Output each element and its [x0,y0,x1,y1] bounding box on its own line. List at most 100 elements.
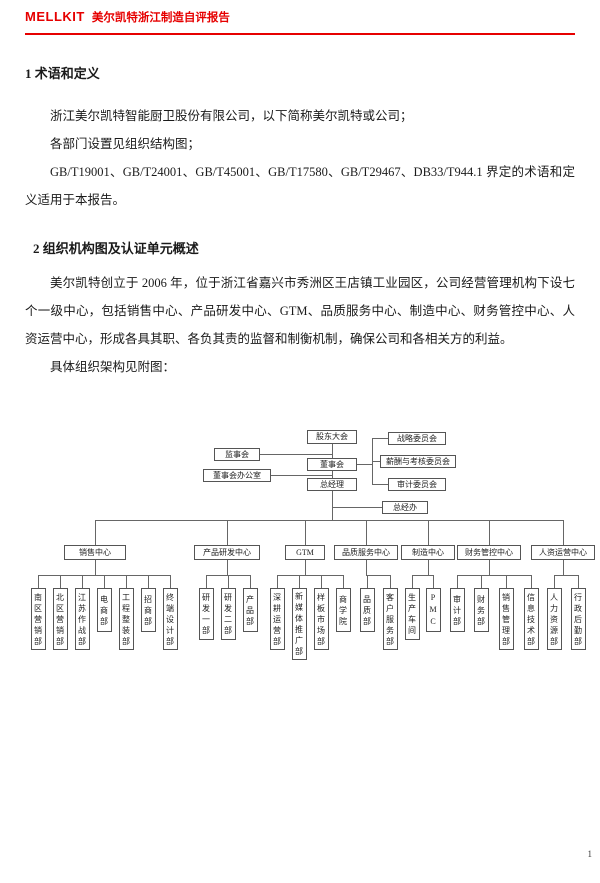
org-node-it-dept: 信息技术部 [523,588,539,650]
section-1-heading: 1 术语和定义 [25,66,100,81]
org-connector-line [372,461,380,462]
org-connector-line [95,560,96,575]
brand-logo-text: MELLKIT [25,9,85,24]
org-node-hr-dept: 人力资源部 [546,588,562,650]
org-connector-line [563,520,564,545]
paragraph-company-overview: 美尔凯特创立于 2006 年，位于浙江省嘉兴市秀洲区王店镇工业园区，公司经营管理… [25,276,575,346]
org-node-audit-committee: 审计委员会 [388,478,446,491]
org-connector-line [390,575,391,588]
org-connector-line [554,575,555,588]
paragraph-standards-list: GB/T19001、GB/T24001、GB/T45001、GB/T17580、… [25,165,575,207]
org-connector-line [206,575,207,588]
org-connector-line [412,575,433,576]
section-2-heading: 2 组织机构图及认证单元概述 [33,241,199,256]
org-node-admin-logistics-dept: 行政后勤部 [570,588,586,650]
org-connector-line [366,520,367,545]
org-connector-line [554,575,578,576]
org-node-business-school: 商学院 [335,588,351,632]
org-connector-line [332,491,333,520]
org-node-terminal-design-dept: 终端设计部 [162,588,178,650]
org-connector-line [506,575,507,588]
org-node-finance-dept: 财务部 [473,588,489,632]
org-node-sales-center: 销售中心 [64,545,126,560]
org-connector-line [305,520,306,545]
org-node-audit-dept: 审计部 [449,588,465,632]
org-node-quality-service-center: 品质服务中心 [334,545,398,560]
org-connector-line [372,484,388,485]
org-connector-line [489,560,490,575]
paragraph-company-definition: 浙江美尔凯特智能厨卫股份有限公司，以下简称美尔凯特或公司； [50,109,413,123]
org-node-model-market-dept: 样板市场部 [313,588,329,650]
org-node-new-media-dept: 新媒体推广部 [291,588,307,660]
org-connector-line [457,575,531,576]
org-connector-line [332,507,382,508]
org-node-rd-center: 产品研发中心 [194,545,260,560]
org-node-board-office: 董事会办公室 [203,469,271,482]
org-connector-line [343,575,344,588]
report-title: 美尔凯特浙江制造自评报告 [91,12,230,24]
org-node-gm-office: 总经办 [382,501,428,514]
org-connector-line [412,575,413,588]
org-connector-line [332,471,333,478]
org-connector-line [271,475,332,476]
org-node-north-marketing-dept: 北区营销部 [52,588,68,650]
org-connector-line [299,575,300,588]
org-connector-line [481,575,482,588]
org-connector-line [366,560,367,575]
org-node-hr-operations-center: 人资运营中心 [531,545,595,560]
org-connector-line [372,438,388,439]
org-node-sales-admin-dept: 销售管理部 [498,588,514,650]
org-connector-line [457,575,458,588]
org-node-gtm-center: GTM [285,545,325,560]
org-connector-line [367,575,368,588]
org-connector-line [126,575,127,588]
page-number: 1 [587,849,593,859]
org-connector-line [95,520,96,545]
org-connector-line [227,560,228,575]
org-node-product-dept: 产品部 [242,588,258,632]
org-node-remuneration-assessment-committee: 薪酬与考核委员会 [380,455,456,468]
report-header: MELLKIT 美尔凯特浙江制造自评报告 [25,8,575,35]
org-connector-line [578,575,579,588]
org-connector-line [357,464,372,465]
org-node-engineering-dept: 工程整装部 [118,588,134,650]
org-connector-line [227,520,228,545]
org-node-jiangsu-ops-dept: 江苏作战部 [74,588,90,650]
org-connector-line [433,575,434,588]
org-node-rd-dept-1: 研发一部 [198,588,214,640]
org-node-production-workshop: 生产车间 [404,588,420,640]
org-node-deep-ops-dept: 深耕运营部 [269,588,285,650]
org-connector-line [38,575,39,588]
paragraph-departments-note: 各部门设置见组织结构图； [50,137,201,151]
org-node-ecommerce-dept: 电商部 [96,588,112,632]
org-node-board-of-directors: 董事会 [307,458,357,471]
org-connector-line [489,520,490,545]
org-connector-line [104,575,105,588]
org-node-general-manager: 总经理 [307,478,357,491]
org-connector-line [428,560,429,575]
org-node-rd-dept-2: 研发二部 [220,588,236,640]
org-node-pmc-dept: PMC [425,588,441,632]
org-node-investment-dept: 招商部 [140,588,156,632]
org-node-south-marketing-dept: 南区营销部 [30,588,46,650]
org-connector-line [228,575,229,588]
org-connector-line [250,575,251,588]
org-connector-line [148,575,149,588]
org-connector-line [531,575,532,588]
org-connector-line [428,520,429,545]
org-node-strategy-committee: 战略委员会 [388,432,446,445]
org-node-finance-control-center: 财务管控中心 [457,545,521,560]
org-connector-line [277,575,278,588]
org-connector-line [305,560,306,575]
org-connector-line [563,560,564,575]
org-node-customer-service-dept: 客户服务部 [382,588,398,650]
org-connector-line [260,454,332,455]
org-connector-line [332,444,333,458]
org-connector-line [82,575,83,588]
org-node-shareholders-meeting: 股东大会 [307,430,357,444]
org-chart: 股东大会监事会董事会董事会办公室总经理战略委员会薪酬与考核委员会审计委员会总经办… [0,425,600,675]
org-connector-line [60,575,61,588]
org-connector-line [95,520,563,521]
org-connector-line [277,575,343,576]
